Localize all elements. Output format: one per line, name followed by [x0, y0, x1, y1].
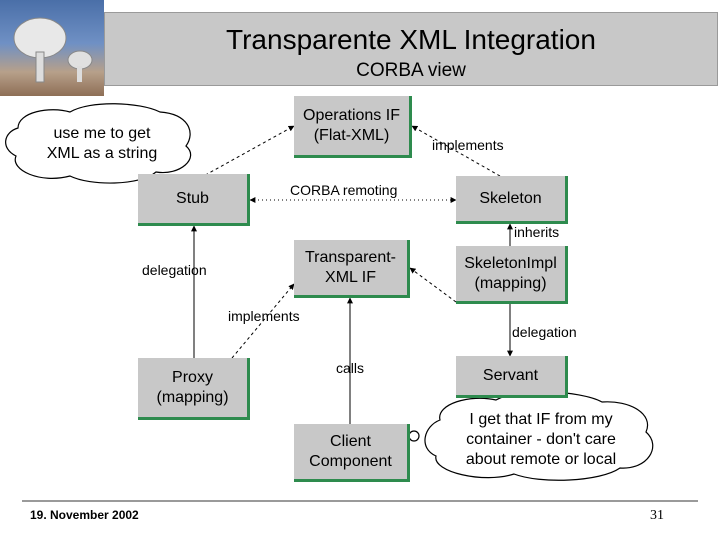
- servant-box: Servant: [456, 356, 568, 398]
- proxy-box: Proxy (mapping): [138, 358, 250, 420]
- thought-text-right: I get that IF from my container - don't …: [465, 411, 617, 468]
- label-implements-top: implements: [432, 137, 504, 153]
- transparent-xml-if-box: Transparent- XML IF: [294, 240, 410, 298]
- title-band: [104, 12, 718, 86]
- telescope-logo: [0, 0, 104, 96]
- label-delegation-left: delegation: [142, 262, 207, 278]
- label-inherits: inherits: [514, 224, 560, 240]
- page-title: Transparente XML Integration: [226, 24, 596, 55]
- skeleton-impl-box: SkeletonImpl (mapping): [456, 246, 568, 304]
- edge-skeleton-operations: [411, 125, 501, 177]
- skeleton-box: Skeleton: [456, 176, 568, 224]
- client-component-box: Client Component: [294, 424, 410, 482]
- footer-divider: [22, 500, 698, 502]
- operations-if-box: Operations IF (Flat-XML): [294, 96, 412, 158]
- label-implements-mid: implements: [228, 308, 300, 324]
- edge-implements-mid: [231, 283, 295, 359]
- footer-date: 19. November 2002: [30, 508, 139, 522]
- label-delegation-right: delegation: [512, 324, 577, 340]
- edge-skeletonimpl-transparent: [409, 267, 457, 303]
- label-corba-remoting: CORBA remoting: [290, 182, 398, 198]
- page-number: 31: [650, 508, 664, 523]
- page-subtitle: CORBA view: [356, 60, 466, 81]
- thought-text-left: use me to get XML as a string: [46, 125, 158, 162]
- label-calls: calls: [336, 360, 365, 376]
- edge-stub-operations: [199, 125, 295, 179]
- stub-box: Stub: [138, 174, 250, 226]
